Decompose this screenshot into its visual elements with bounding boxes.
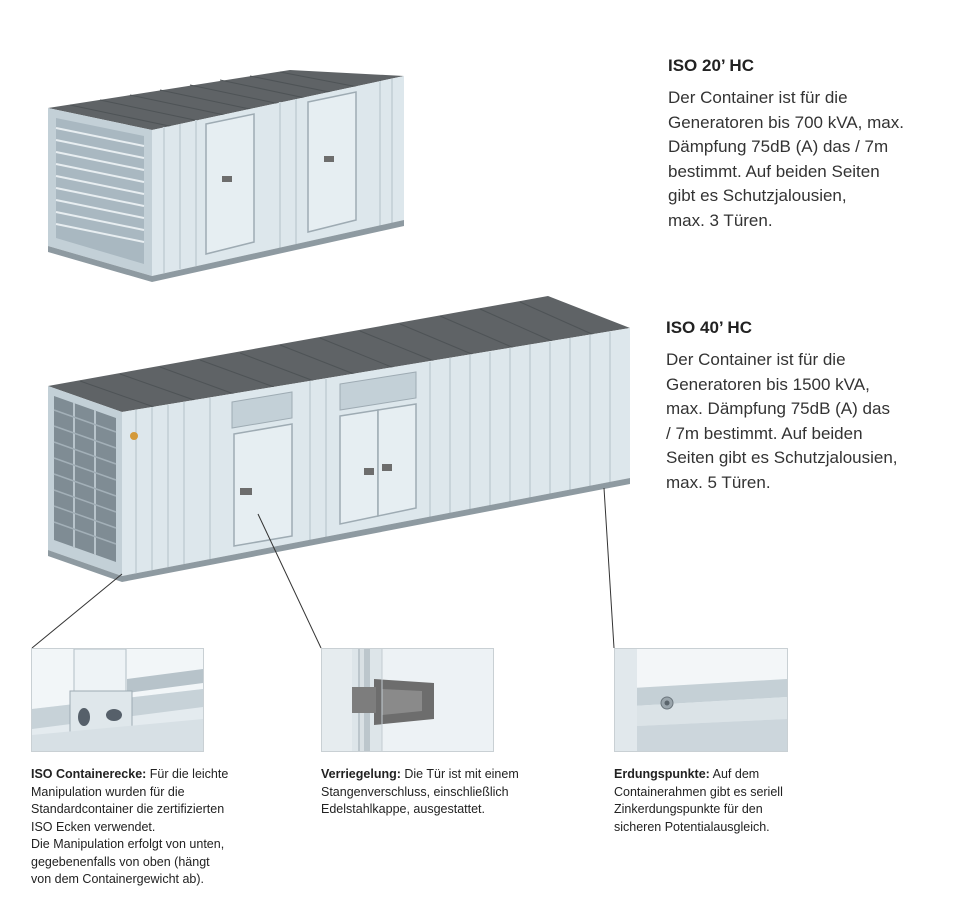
container-40ft-image — [48, 296, 630, 582]
door-lock-caption: Verriegelung: Die Tür ist mit einem Stan… — [321, 766, 561, 819]
container-20ft-image — [48, 70, 404, 282]
iso-corner-caption-text: Für die leichte Manipulation wurden für … — [31, 767, 229, 886]
iso-corner-caption: ISO Containerecke: Für die leichte Manip… — [31, 766, 281, 889]
door-lock-caption-label: Verriegelung: — [321, 767, 401, 781]
iso-corner-detail-image — [31, 648, 204, 752]
container-40ft-title: ISO 40’ HC — [666, 318, 752, 337]
grounding-point-caption: Erdungspunkte: Auf dem Containerahmen gi… — [614, 766, 834, 836]
container-20ft-info: ISO 20’ HC Der Container ist für die Gen… — [668, 56, 958, 233]
door-lock-caption-text: Die Tür ist mit einem Stangenverschluss,… — [321, 767, 519, 816]
iso-corner-caption-label: ISO Containerecke: — [31, 767, 147, 781]
grounding-point-caption-text: Auf dem Containerahmen gibt es seriell Z… — [614, 767, 783, 834]
grounding-point-caption-label: Erdungspunkte: — [614, 767, 710, 781]
container-20ft-title: ISO 20’ HC — [668, 56, 754, 75]
door-lock-detail-image — [321, 648, 494, 752]
container-40ft-info: ISO 40’ HC Der Container ist für die Gen… — [666, 318, 958, 495]
container-40ft-description: Der Container ist für die Generatoren bi… — [666, 350, 898, 492]
container-20ft-description: Der Container ist für die Generatoren bi… — [668, 88, 904, 230]
grounding-point-detail-image — [614, 648, 788, 752]
